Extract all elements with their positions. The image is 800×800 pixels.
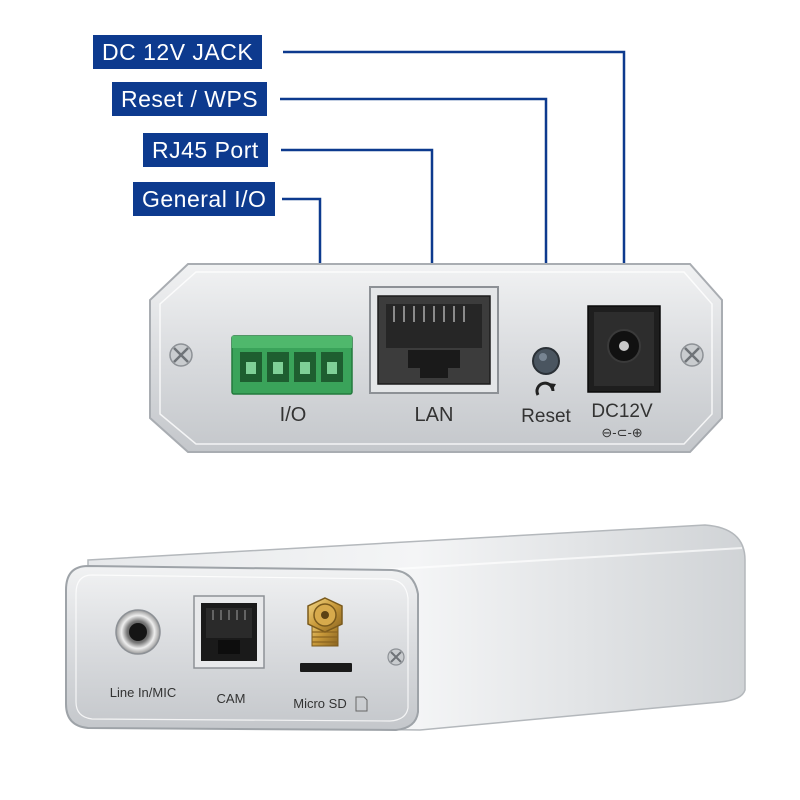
- bottom-device: Line In/MIC CAM: [65, 524, 746, 732]
- general-io-callout: General I/O: [133, 182, 276, 216]
- reset-button: [532, 347, 560, 375]
- cam-port: [193, 595, 265, 669]
- cam-label: CAM: [217, 691, 246, 706]
- rj45-leader-line: [281, 148, 434, 295]
- antenna-connector: [307, 597, 343, 647]
- reset-label: Reset: [521, 406, 571, 427]
- dc-jack-callout: DC 12V JACK: [93, 35, 263, 69]
- sd-card-icon: [355, 696, 368, 712]
- dc-power-jack: [587, 305, 661, 393]
- top-rear-panel: I/O LAN Reset: [149, 263, 723, 453]
- power-cycle-icon: [535, 381, 556, 396]
- screw-right-icon: [680, 343, 704, 367]
- lan-port-label: LAN: [415, 404, 454, 426]
- polarity-symbol: ⊖-⊂-⊕: [601, 425, 642, 440]
- line-in-label: Line In/MIC: [110, 685, 176, 700]
- screw-bottom-icon: [387, 648, 405, 666]
- io-port-label: I/O: [280, 404, 307, 426]
- dc-label: DC12V: [591, 401, 653, 422]
- reset-wps-callout: Reset / WPS: [112, 82, 268, 116]
- lan-port: [369, 286, 499, 394]
- rj45-port-callout: RJ45 Port: [143, 133, 268, 167]
- leader-lines: [280, 50, 626, 355]
- micro-sd-slot: [300, 663, 352, 672]
- dc-jack-leader-line: [283, 50, 626, 335]
- micro-sd-label: Micro SD: [293, 696, 346, 711]
- io-terminal-block: [231, 335, 353, 395]
- line-in-jack: [115, 609, 161, 655]
- screw-left-icon: [169, 343, 193, 367]
